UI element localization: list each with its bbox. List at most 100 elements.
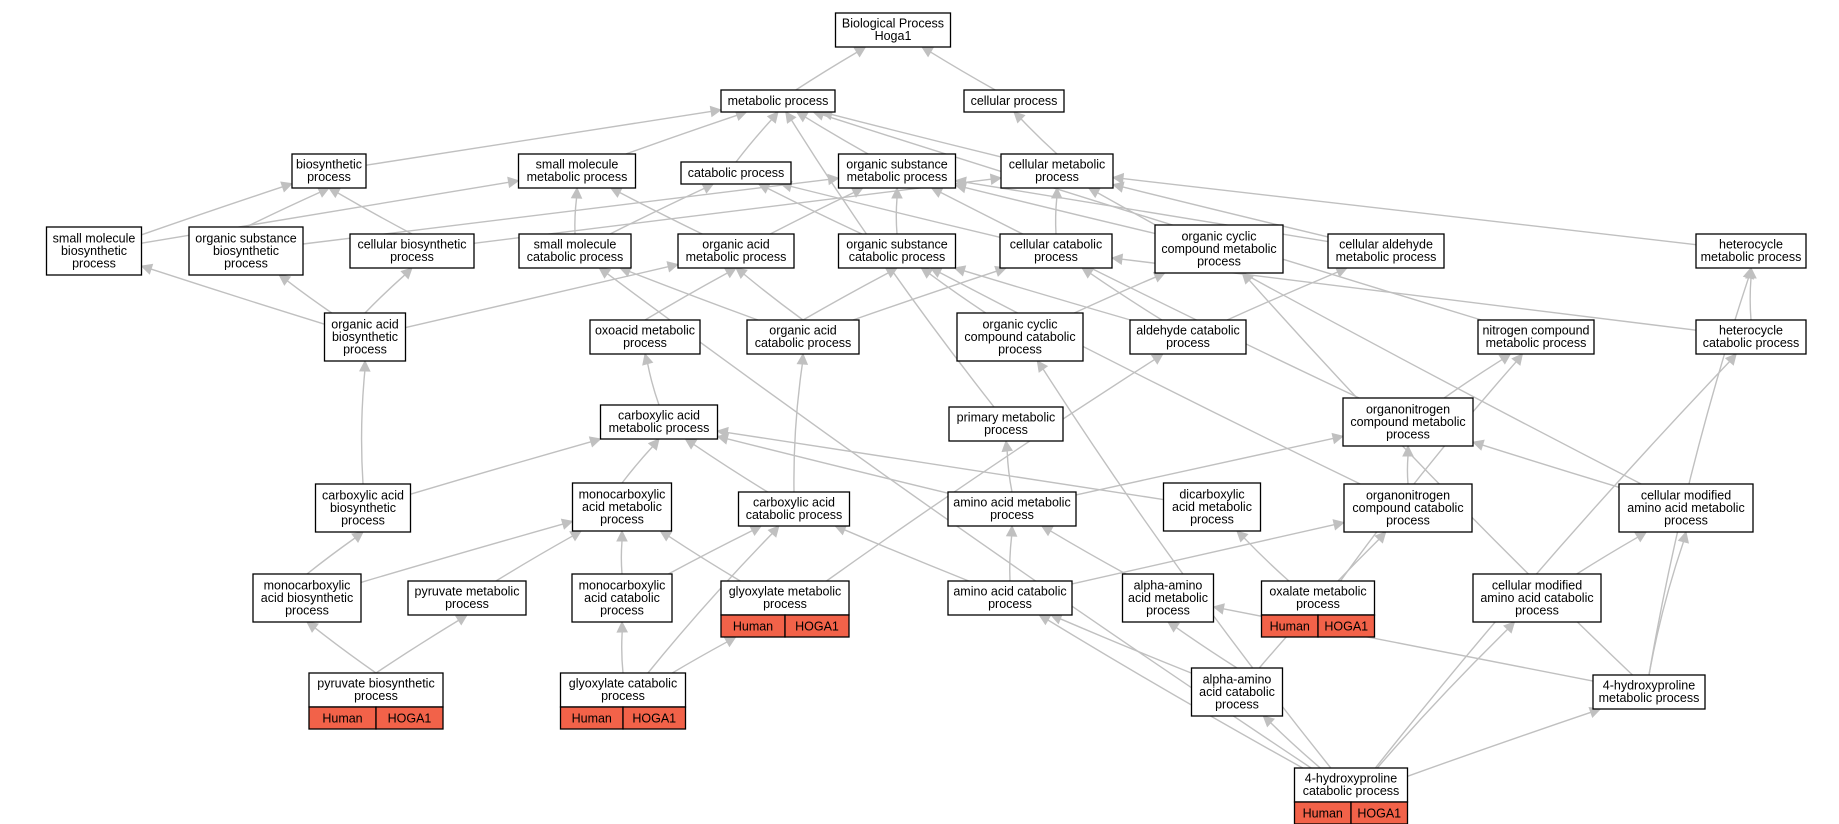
term-box xyxy=(188,226,304,276)
term-label-line: compound metabolic xyxy=(1350,415,1465,429)
term-label-line: heterocycle xyxy=(1719,324,1783,338)
edge-oamp-to-osmp xyxy=(769,187,864,235)
edge-arrowhead xyxy=(684,438,698,450)
edge-hmp-to-cmp xyxy=(1111,172,1697,246)
term-label-line: acid metabolic xyxy=(1172,500,1252,514)
term-box xyxy=(1162,482,1262,532)
edge-arrowhead xyxy=(735,267,748,280)
edge-ccp-to-catp xyxy=(780,180,1001,239)
edge-line xyxy=(646,363,660,406)
term-label-line: organic acid xyxy=(702,238,769,252)
edge-hpcp-to-hcp xyxy=(1374,353,1737,769)
edge-arrowhead xyxy=(1110,253,1124,265)
edge-mcbp-to-cxbp xyxy=(306,531,364,575)
term-box xyxy=(720,580,850,616)
edge-cmp-to-cp xyxy=(1013,111,1058,155)
edge-arrowhead xyxy=(1150,353,1164,365)
term-label-line: process xyxy=(1034,250,1078,264)
edge-aacp-to-cxcp xyxy=(834,524,970,582)
term-box xyxy=(1343,483,1473,533)
edge-osbp-to-bsp xyxy=(245,187,331,228)
edge-line xyxy=(405,266,669,329)
go-term-cp[interactable]: cellular process xyxy=(963,89,1065,113)
edge-mccp-to-cxcp xyxy=(668,525,763,575)
edge-ccp-to-cmp xyxy=(1050,186,1063,235)
edge-smcp-to-smmp xyxy=(570,186,583,235)
edge-arrowhead xyxy=(1374,531,1387,544)
edge-arrowhead xyxy=(701,183,715,194)
edge-line xyxy=(644,272,728,321)
term-label-line: metabolic process xyxy=(1701,250,1802,264)
edge-arrowhead xyxy=(1111,172,1125,185)
term-label-line: heterocycle xyxy=(1719,238,1783,252)
edge-arrowhead xyxy=(588,436,602,448)
term-label-line: carboxylic acid xyxy=(322,488,404,502)
edge-line xyxy=(668,535,741,582)
go-term-catp[interactable]: catabolic process xyxy=(680,161,792,185)
term-box xyxy=(1121,573,1215,623)
edge-line xyxy=(495,535,573,582)
edge-oscp-to-osmp xyxy=(891,186,903,235)
term-label-line: process xyxy=(1386,513,1430,527)
term-label-line: alpha-amino xyxy=(1203,672,1272,686)
term-box xyxy=(599,404,719,440)
term-label-line: process xyxy=(307,170,351,184)
edge-line xyxy=(727,438,949,494)
term-label-line: acid metabolic xyxy=(582,500,662,514)
term-box xyxy=(349,233,475,269)
edge-arrowhead xyxy=(1167,621,1180,633)
go-term-mp[interactable]: metabolic process xyxy=(720,89,836,113)
term-label-line: metabolic process xyxy=(609,421,710,435)
edge-line xyxy=(621,446,654,484)
edge-arrowhead xyxy=(317,187,331,198)
edge-line xyxy=(767,187,863,235)
